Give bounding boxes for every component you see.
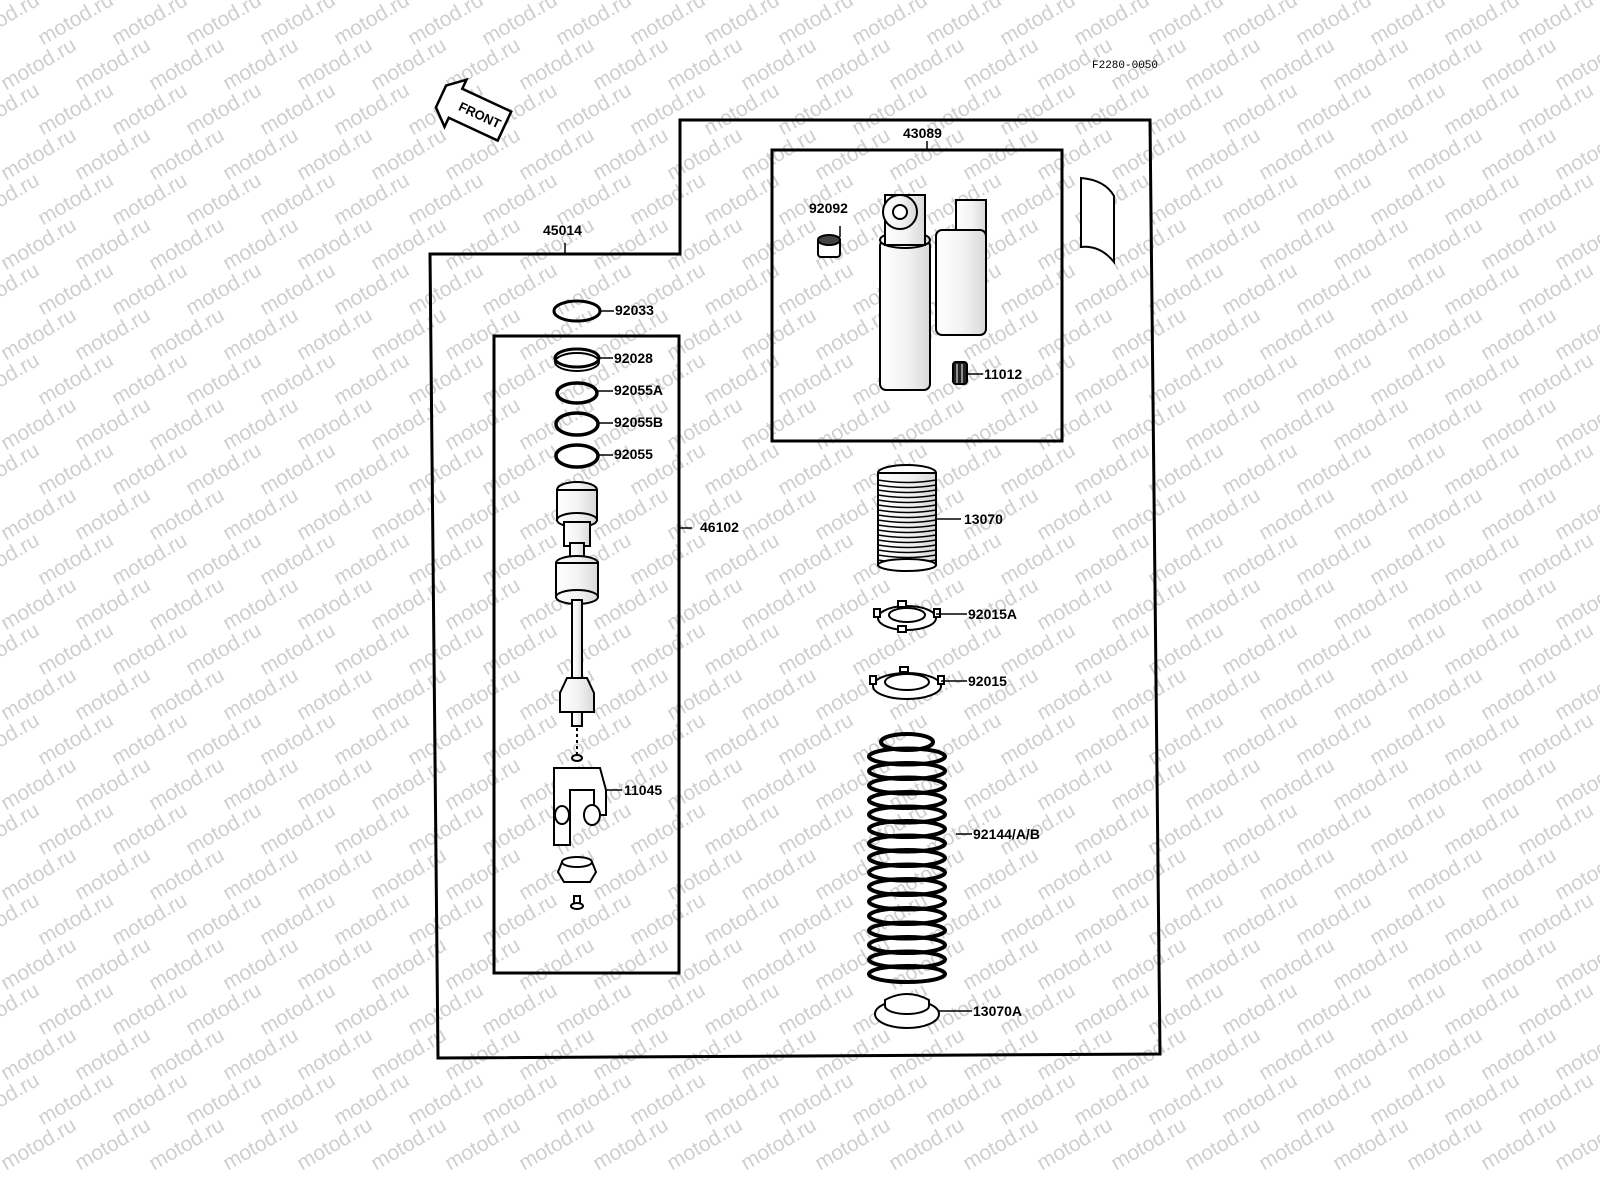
part-label-13070A: 13070A	[973, 1003, 1023, 1019]
lock-nut-icon	[869, 666, 945, 700]
o-ring-b-icon	[554, 411, 600, 437]
assembly-label-43089: 43089	[903, 125, 942, 141]
assembly-label-46102: 46102	[700, 519, 739, 535]
part-label-92055: 92055	[614, 446, 653, 462]
part-label-92015: 92015	[968, 673, 1007, 689]
piston-rod-frame	[492, 334, 681, 975]
part-label-92144: 92144/A/B	[973, 826, 1040, 842]
circlip-icon	[552, 299, 602, 323]
damper-body-frame	[770, 148, 1064, 443]
spring-seat-icon	[874, 993, 940, 1029]
part-label-92015A: 92015A	[968, 606, 1018, 622]
part-label-11012: 11012	[984, 366, 1023, 382]
part-label-13070: 13070	[964, 511, 1003, 527]
label-sticker-icon	[1080, 176, 1115, 265]
part-label-92055A: 92055A	[614, 382, 664, 398]
valve-cap-icon	[952, 361, 968, 385]
piston-rod-icon	[555, 481, 599, 762]
threaded-sleeve-icon	[877, 464, 937, 572]
part-label-11045: 11045	[624, 782, 663, 798]
part-label-92092: 92092	[809, 200, 848, 216]
coil-spring-icon	[867, 732, 947, 984]
spring-coil	[867, 964, 947, 984]
outer-assembly-frame	[428, 118, 1162, 1060]
o-ring-icon	[554, 443, 600, 469]
leader-lines	[597, 226, 983, 1012]
screw-icon	[570, 895, 584, 910]
bushing-icon	[553, 347, 601, 372]
damper-body-icon	[879, 194, 987, 391]
assembly-label-45014: 45014	[543, 222, 582, 238]
part-label-92033: 92033	[615, 302, 654, 318]
part-label-92055B: 92055B	[614, 414, 664, 430]
o-ring-a-icon	[555, 381, 599, 405]
clevis-icon	[553, 767, 607, 846]
front-arrow-icon: FRONT	[434, 77, 513, 143]
lock-nut-a-icon	[873, 600, 941, 633]
part-label-92028: 92028	[614, 350, 653, 366]
bush-icon	[817, 234, 841, 258]
adjuster-knob-icon	[556, 856, 598, 883]
drawing-code: F2280-0050	[1092, 60, 1159, 72]
